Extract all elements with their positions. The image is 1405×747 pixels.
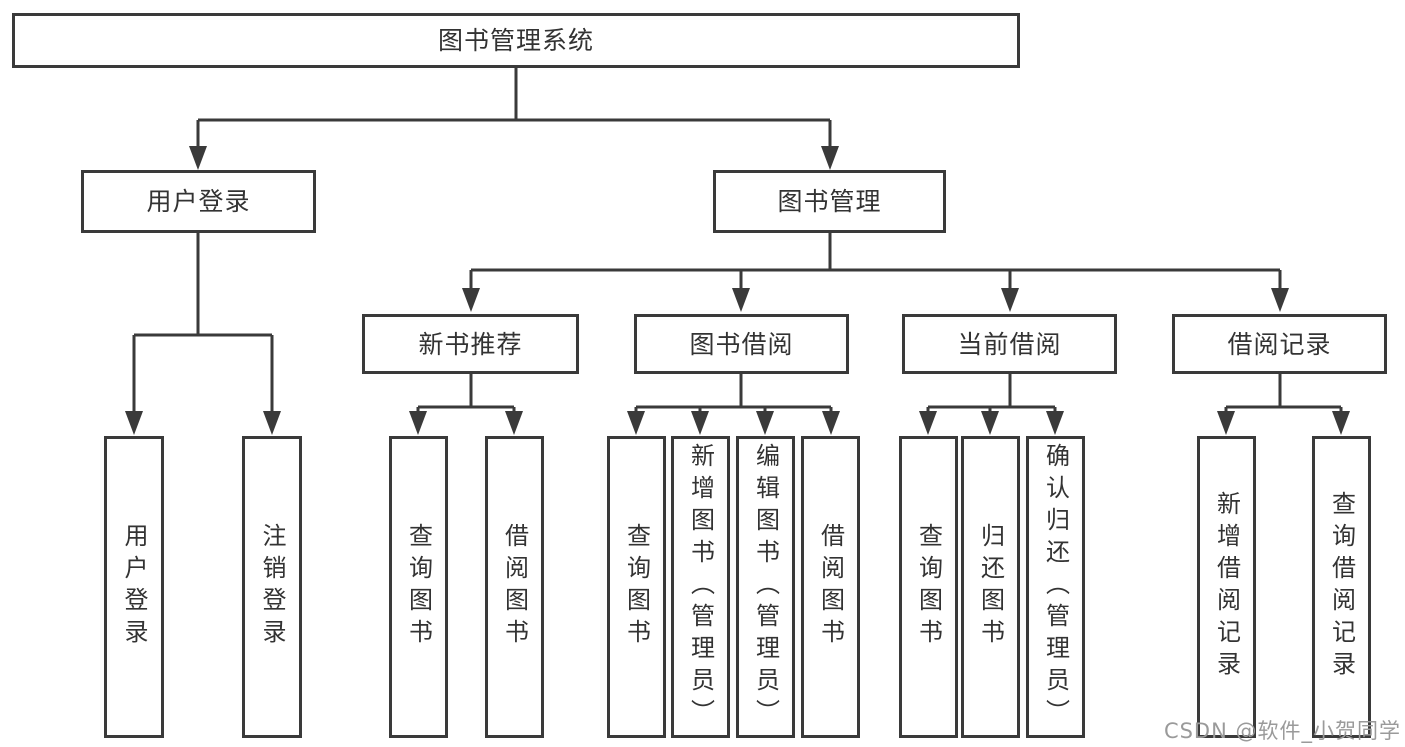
node-new-book-recommend-label: 新书推荐 <box>418 329 523 359</box>
leaf-borrow-books-label: 借阅图书 <box>816 523 845 651</box>
leaf-borrow-books-recommend: 借阅图书 <box>485 436 544 738</box>
leaf-user-login-label: 用户登录 <box>120 523 148 651</box>
leaf-borrow-books-recommend-label: 借阅图书 <box>500 523 529 651</box>
node-book-borrowing-label: 图书借阅 <box>689 329 794 359</box>
leaf-edit-books-admin: 编辑图书（管理员） <box>736 436 795 738</box>
node-new-book-recommend: 新书推荐 <box>362 314 579 374</box>
leaf-query-books-current: 查询图书 <box>899 436 958 738</box>
leaf-add-books-admin-label: 新增图书（管理员） <box>686 443 715 731</box>
node-current-borrowing-label: 当前借阅 <box>957 329 1062 359</box>
leaf-confirm-return-admin: 确认归还（管理员） <box>1026 436 1085 738</box>
watermark-text: CSDN @软件_小贺同学 <box>1163 719 1401 743</box>
node-book-management-label: 图书管理 <box>777 187 882 216</box>
leaf-query-books-recommend: 查询图书 <box>389 436 448 738</box>
leaf-add-borrow-record-label: 新增借阅记录 <box>1212 491 1241 683</box>
leaf-return-books-label: 归还图书 <box>976 523 1005 651</box>
node-borrowing-records: 借阅记录 <box>1172 314 1387 374</box>
leaf-query-books-recommend-label: 查询图书 <box>404 523 433 651</box>
node-borrowing-records-label: 借阅记录 <box>1227 329 1332 359</box>
leaf-add-borrow-record: 新增借阅记录 <box>1197 436 1256 738</box>
node-user-login-label: 用户登录 <box>146 187 251 216</box>
node-book-borrowing: 图书借阅 <box>634 314 849 374</box>
leaf-query-books-borrowing: 查询图书 <box>607 436 666 738</box>
leaf-borrow-books: 借阅图书 <box>801 436 860 738</box>
node-current-borrowing: 当前借阅 <box>902 314 1117 374</box>
node-library-system: 图书管理系统 <box>12 13 1020 68</box>
leaf-return-books: 归还图书 <box>961 436 1020 738</box>
node-book-management: 图书管理 <box>713 170 946 233</box>
leaf-query-books-current-label: 查询图书 <box>914 523 943 651</box>
leaf-logout-label: 注销登录 <box>258 523 286 651</box>
leaf-user-login: 用户登录 <box>104 436 164 738</box>
leaf-logout: 注销登录 <box>242 436 302 738</box>
leaf-confirm-return-admin-label: 确认归还（管理员） <box>1041 443 1070 731</box>
leaf-query-borrow-record: 查询借阅记录 <box>1312 436 1371 738</box>
node-library-system-label: 图书管理系统 <box>437 26 594 55</box>
leaf-query-books-borrowing-label: 查询图书 <box>622 523 651 651</box>
leaf-query-borrow-record-label: 查询借阅记录 <box>1327 491 1356 683</box>
leaf-add-books-admin: 新增图书（管理员） <box>671 436 730 738</box>
node-user-login: 用户登录 <box>81 170 316 233</box>
leaf-edit-books-admin-label: 编辑图书（管理员） <box>751 443 780 731</box>
